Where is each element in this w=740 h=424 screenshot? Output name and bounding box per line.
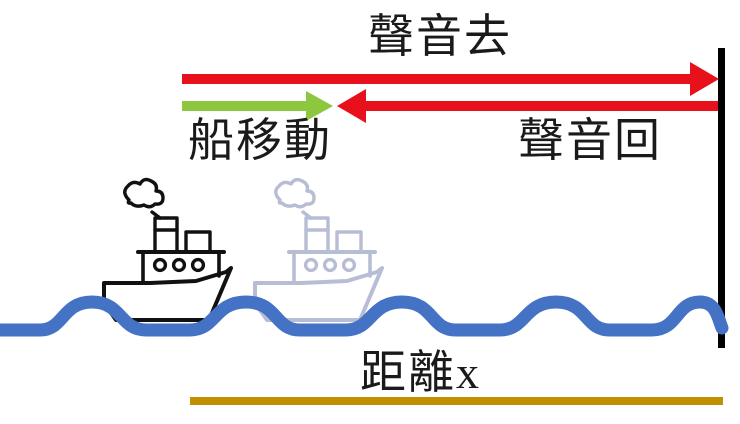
- label-distance: 距離x: [360, 347, 481, 398]
- label-sound-out: 聲音去: [368, 11, 512, 62]
- sound-back-arrow: [337, 89, 718, 123]
- ship-start: [102, 177, 233, 322]
- label-sound-back: 聲音回: [518, 115, 662, 166]
- sound-out-arrow: [182, 62, 719, 96]
- ship-end: [253, 177, 384, 322]
- water-wave: [0, 295, 729, 337]
- wall-bar: [718, 48, 725, 348]
- distance-bar: [190, 397, 723, 405]
- label-ship-move: 船移動: [188, 115, 332, 166]
- ship-move-arrow: [182, 91, 333, 121]
